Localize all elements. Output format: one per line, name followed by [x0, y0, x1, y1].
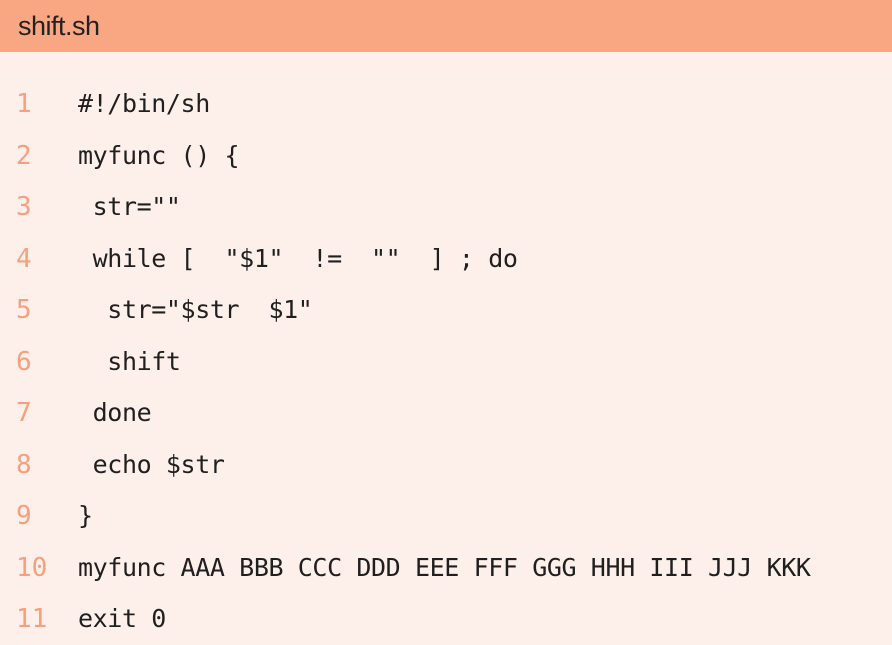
line-number: 2 — [16, 140, 32, 171]
code-line: 5 str="$str $1" — [0, 284, 892, 336]
line-text: echo $str — [78, 449, 225, 479]
code-line: 4 while [ "$1" != "" ] ; do — [0, 233, 892, 285]
line-number: 6 — [16, 346, 32, 377]
line-number: 10 — [16, 552, 48, 583]
line-text: } — [78, 501, 93, 530]
line-number: 8 — [16, 449, 32, 480]
line-number: 9 — [16, 501, 32, 531]
file-name: shift.sh — [18, 11, 100, 41]
code-line: 10 myfunc AAA BBB CCC DDD EEE FFF GGG HH… — [0, 542, 892, 594]
line-number: 5 — [16, 295, 32, 325]
code-line: 2 myfunc () { — [0, 130, 892, 182]
code-line: 8 echo $str — [0, 439, 892, 491]
code-line: 6 shift — [0, 336, 892, 388]
line-text: myfunc AAA BBB CCC DDD EEE FFF GGG HHH I… — [78, 552, 811, 582]
line-text: shift — [78, 346, 181, 376]
line-number: 1 — [16, 89, 32, 119]
code-line: 9 } — [0, 490, 892, 542]
file-title-bar: shift.sh — [0, 0, 892, 52]
line-number: 3 — [16, 192, 32, 222]
code-line: 11 exit 0 — [0, 593, 892, 645]
code-line: 3 str="" — [0, 181, 892, 233]
line-text: exit 0 — [78, 604, 166, 633]
line-number: 11 — [16, 604, 48, 634]
code-block: 1 #!/bin/sh 2 myfunc () { 3 str="" 4 whi… — [0, 78, 892, 645]
line-text: myfunc () { — [78, 140, 240, 170]
line-text: done — [78, 398, 152, 427]
line-text: #!/bin/sh — [78, 89, 210, 118]
line-text: while [ "$1" != "" ] ; do — [78, 243, 518, 273]
line-number: 7 — [16, 398, 32, 428]
line-text: str="$str $1" — [78, 295, 313, 324]
line-number: 4 — [16, 243, 32, 274]
code-line: 1 #!/bin/sh — [0, 78, 892, 130]
code-line: 7 done — [0, 387, 892, 439]
line-text: str="" — [78, 192, 181, 221]
